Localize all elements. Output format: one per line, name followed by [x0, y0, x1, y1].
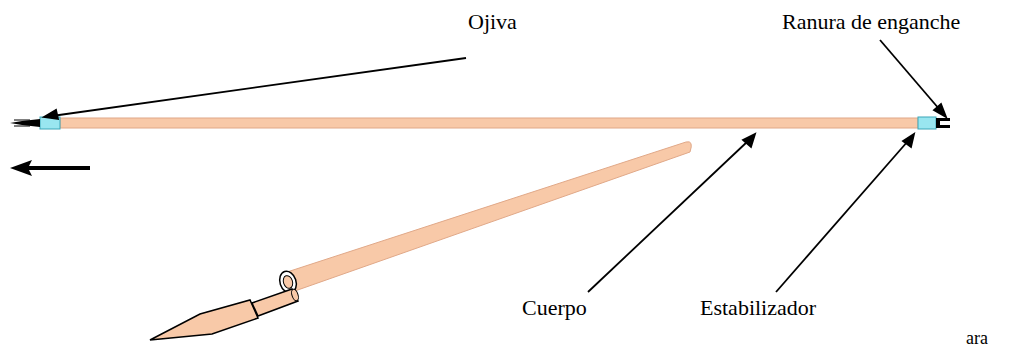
part-label: Ojiva — [468, 10, 517, 34]
tip-point — [10, 119, 40, 127]
part-label: Cuerpo — [522, 296, 587, 320]
rod-body — [60, 118, 918, 128]
stabilizer — [918, 117, 936, 129]
part-label: Estabilizador — [700, 296, 816, 320]
text-fragment: ara — [966, 329, 988, 349]
leader-lines — [44, 40, 946, 292]
exploded-tip-cone — [150, 300, 258, 340]
part-label: Ranura de enganche — [782, 10, 960, 34]
direction-arrowhead — [10, 160, 32, 176]
nock-slot — [936, 118, 950, 128]
exploded-tube — [284, 142, 691, 292]
direction-arrow — [28, 166, 90, 170]
